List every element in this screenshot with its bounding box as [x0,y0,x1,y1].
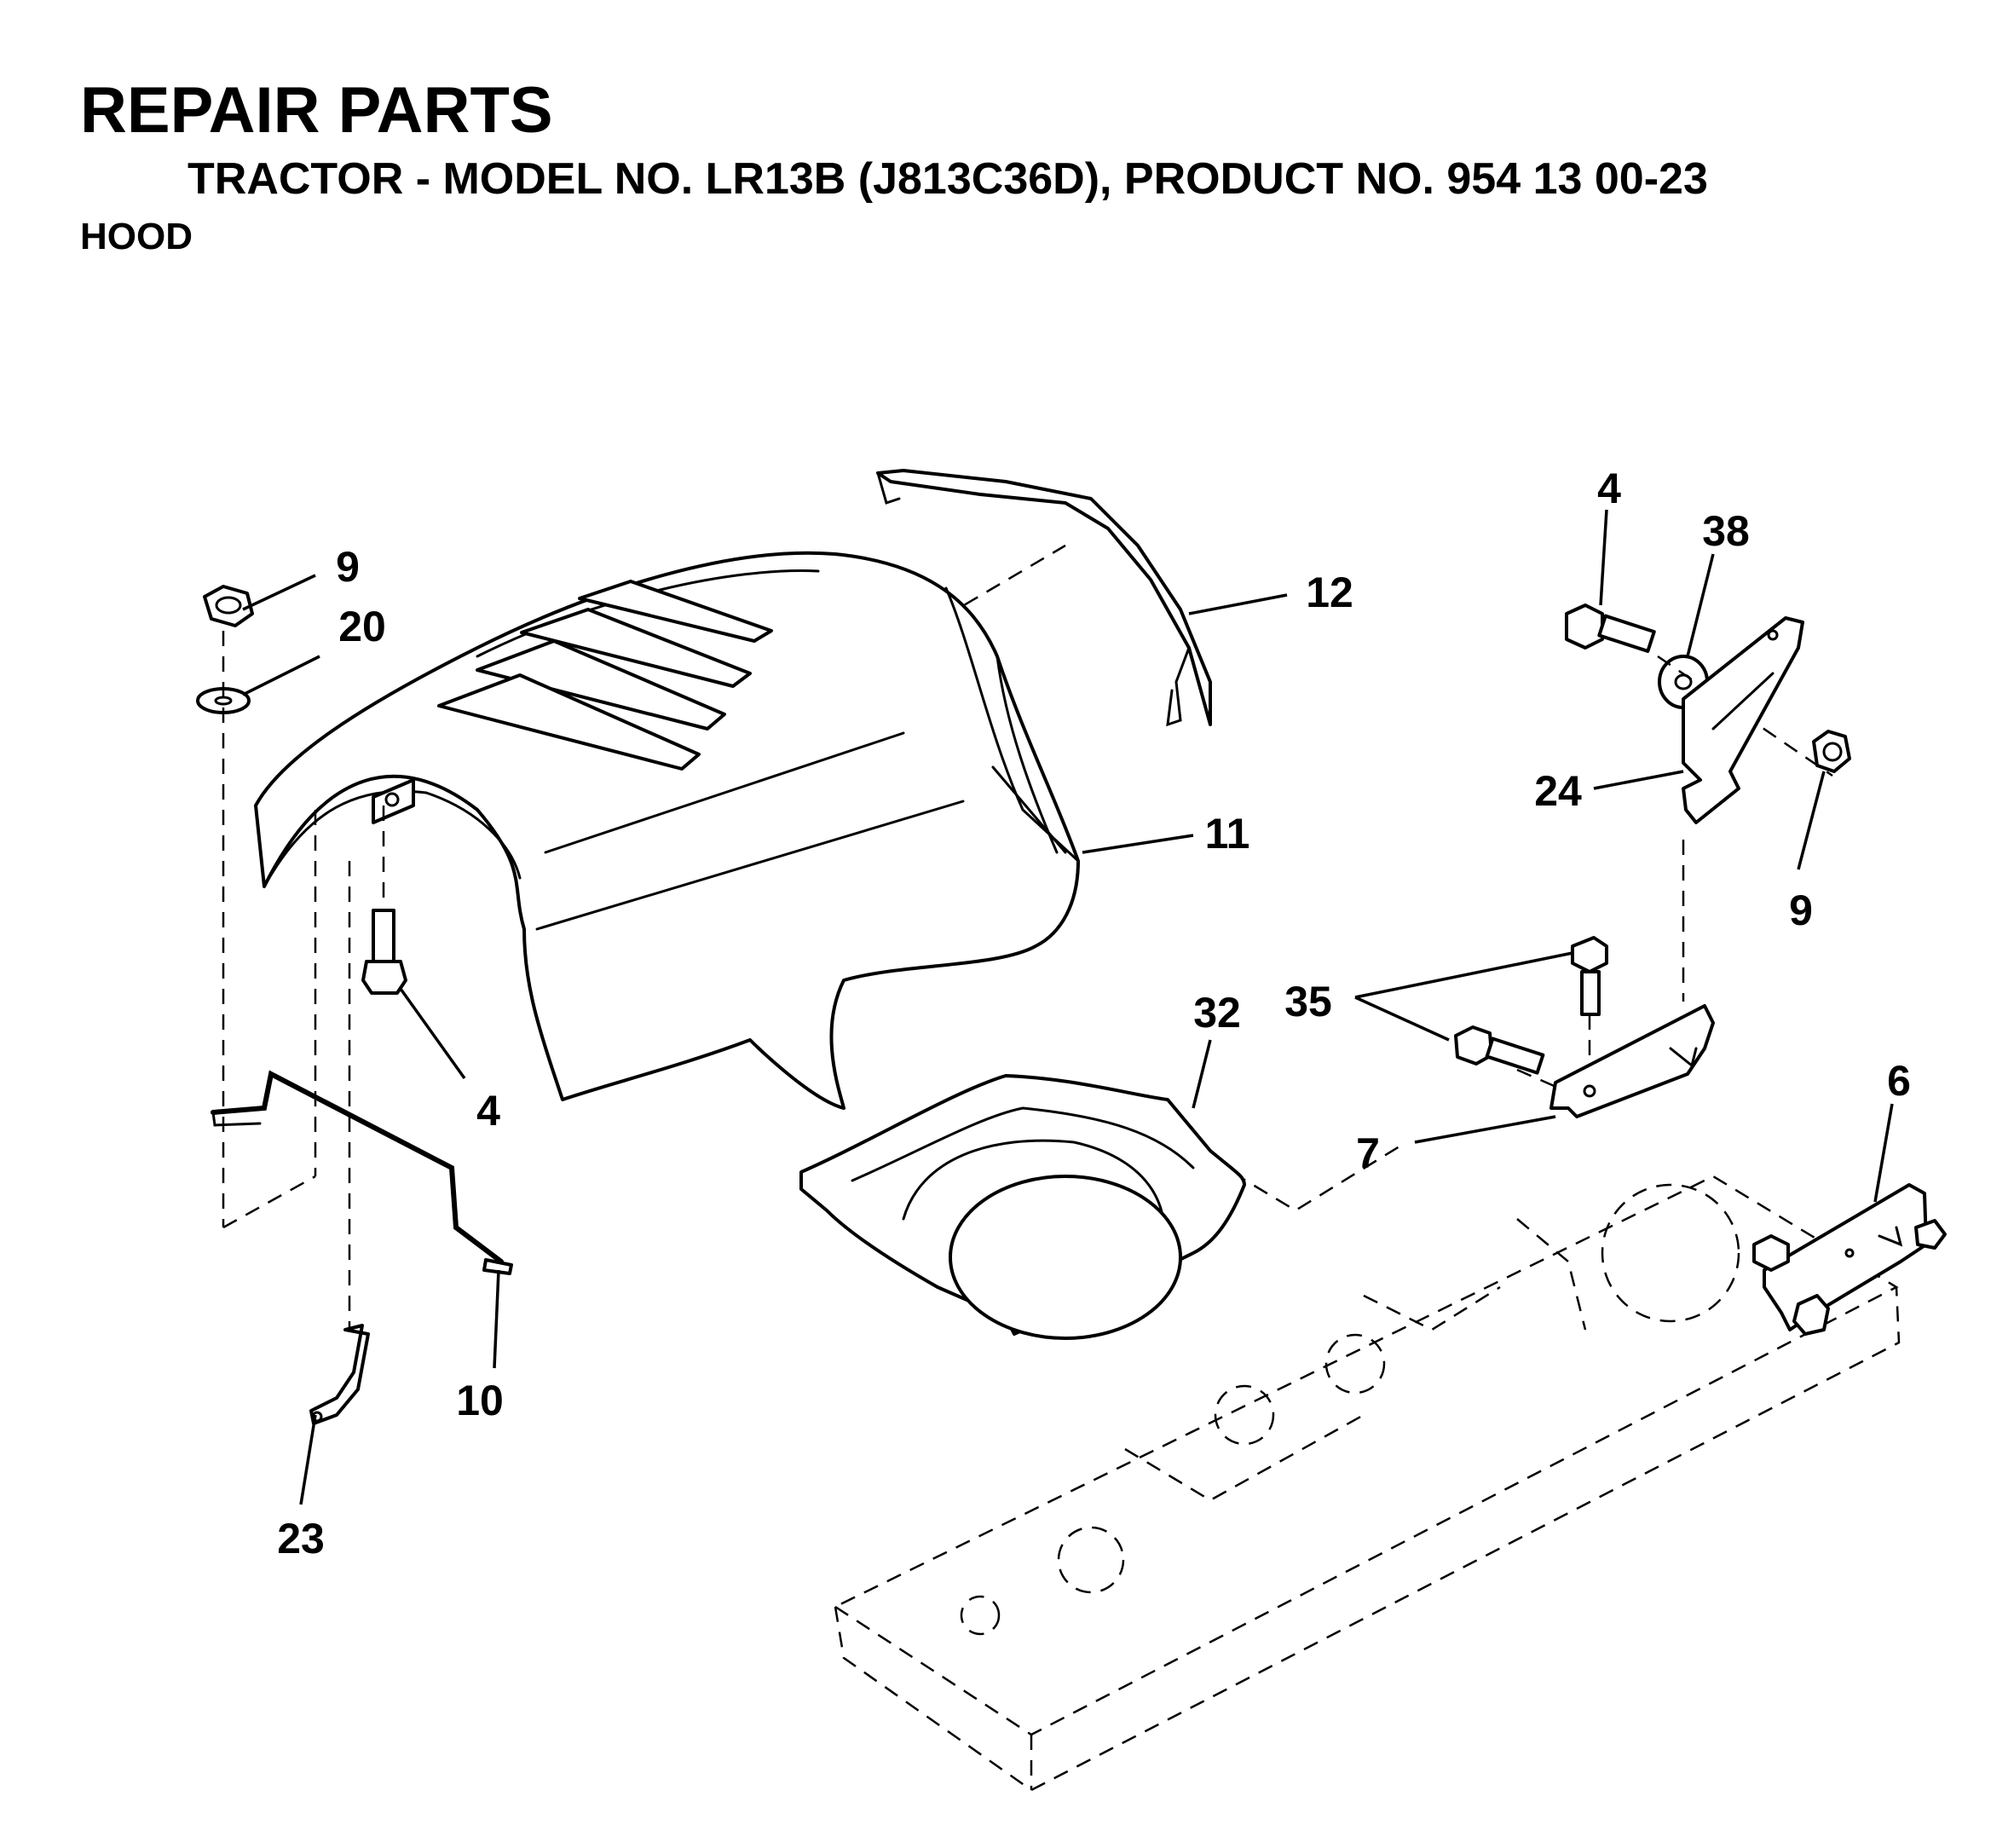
dash-panel-part-12 [876,469,1212,727]
bolt-part-4-left [361,909,407,995]
pivot-bracket-part-7 [1549,1004,1715,1118]
callout-4-right: 4 [1597,465,1621,512]
bracket-part-24 [1682,616,1804,824]
callout-20: 20 [338,603,386,650]
callout-35: 35 [1284,978,1332,1025]
hex-nut-part-9-right [1812,730,1851,773]
callout-10: 10 [456,1377,504,1424]
section-title: HOOD [80,216,193,257]
callout-11: 11 [1205,810,1250,858]
hood-vent-slots [437,580,773,771]
callout-4-left: 4 [476,1087,500,1135]
callout-38: 38 [1702,507,1750,555]
callout-9-left: 9 [336,543,360,591]
hex-nut-part-9-left [203,585,254,627]
clip-part-23 [309,1324,370,1425]
callout-32: 32 [1193,989,1241,1037]
frame-bracket-part-6 [1752,1183,1947,1336]
callout-7: 7 [1356,1129,1380,1177]
callout-24: 24 [1534,767,1582,815]
bolt-part-4-right [1565,603,1656,653]
left-alignment-line-2 [222,1175,316,1229]
page-title: REPAIR PARTS [80,74,553,147]
callout-12: 12 [1306,569,1353,616]
page-subtitle: TRACTOR - MODEL NO. LR13B (J813C36D), PR… [188,154,1708,204]
callout-9-right: 9 [1789,886,1813,934]
callout-23: 23 [277,1515,325,1562]
hood-rod-part-10 [211,1070,513,1275]
bolts-part-35 [1454,936,1608,1075]
hood-part-11 [254,551,1080,1110]
grille-pan-part-32 [799,1074,1246,1340]
callout-6: 6 [1887,1057,1911,1105]
callout-labels: 9 20 12 11 4 10 23 32 4 38 24 9 35 7 6 [277,465,1911,1562]
callout-leader-lines [242,509,1894,1505]
